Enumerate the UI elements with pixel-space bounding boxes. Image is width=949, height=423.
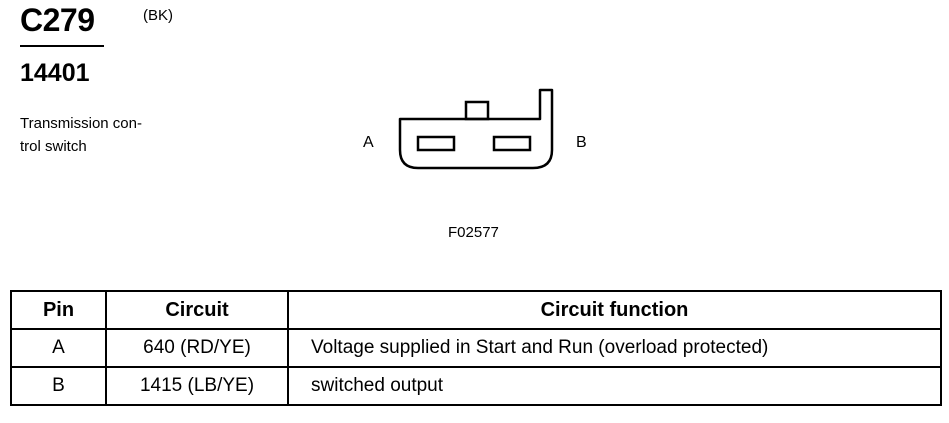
component-description: Transmission con- trol switch xyxy=(20,112,180,158)
circuit-cell: 640 (RD/YE) xyxy=(105,328,289,368)
column-header-function: Circuit function xyxy=(287,290,942,330)
connector-outline xyxy=(398,88,554,170)
description-line-1: Transmission con- xyxy=(20,115,142,132)
column-header-pin: Pin xyxy=(10,290,107,330)
locking-tab xyxy=(464,100,490,121)
pin-label-a: A xyxy=(363,134,374,151)
pin-cell: B xyxy=(10,366,107,406)
terminal-cavity-b xyxy=(492,135,532,152)
function-cell: Voltage supplied in Start and Run (overl… xyxy=(287,328,942,368)
connector-id-underline xyxy=(20,45,104,47)
pin-table: Pin Circuit Circuit function A 640 (RD/Y… xyxy=(10,290,942,406)
circuit-cell: 1415 (LB/YE) xyxy=(105,366,289,406)
part-number: 14401 xyxy=(20,59,90,87)
terminal-cavity-a xyxy=(416,135,456,152)
table-row: B 1415 (LB/YE) switched output xyxy=(10,366,942,406)
figure-id: F02577 xyxy=(448,224,499,241)
table-header-row: Pin Circuit Circuit function xyxy=(10,290,942,330)
description-line-2: trol switch xyxy=(20,138,87,155)
function-cell: switched output xyxy=(287,366,942,406)
column-header-circuit: Circuit xyxy=(105,290,289,330)
connector-id: C279 xyxy=(20,2,95,38)
pin-label-b: B xyxy=(576,134,587,151)
connector-color-code: (BK) xyxy=(143,7,173,24)
table-row: A 640 (RD/YE) Voltage supplied in Start … xyxy=(10,328,942,368)
pin-cell: A xyxy=(10,328,107,368)
